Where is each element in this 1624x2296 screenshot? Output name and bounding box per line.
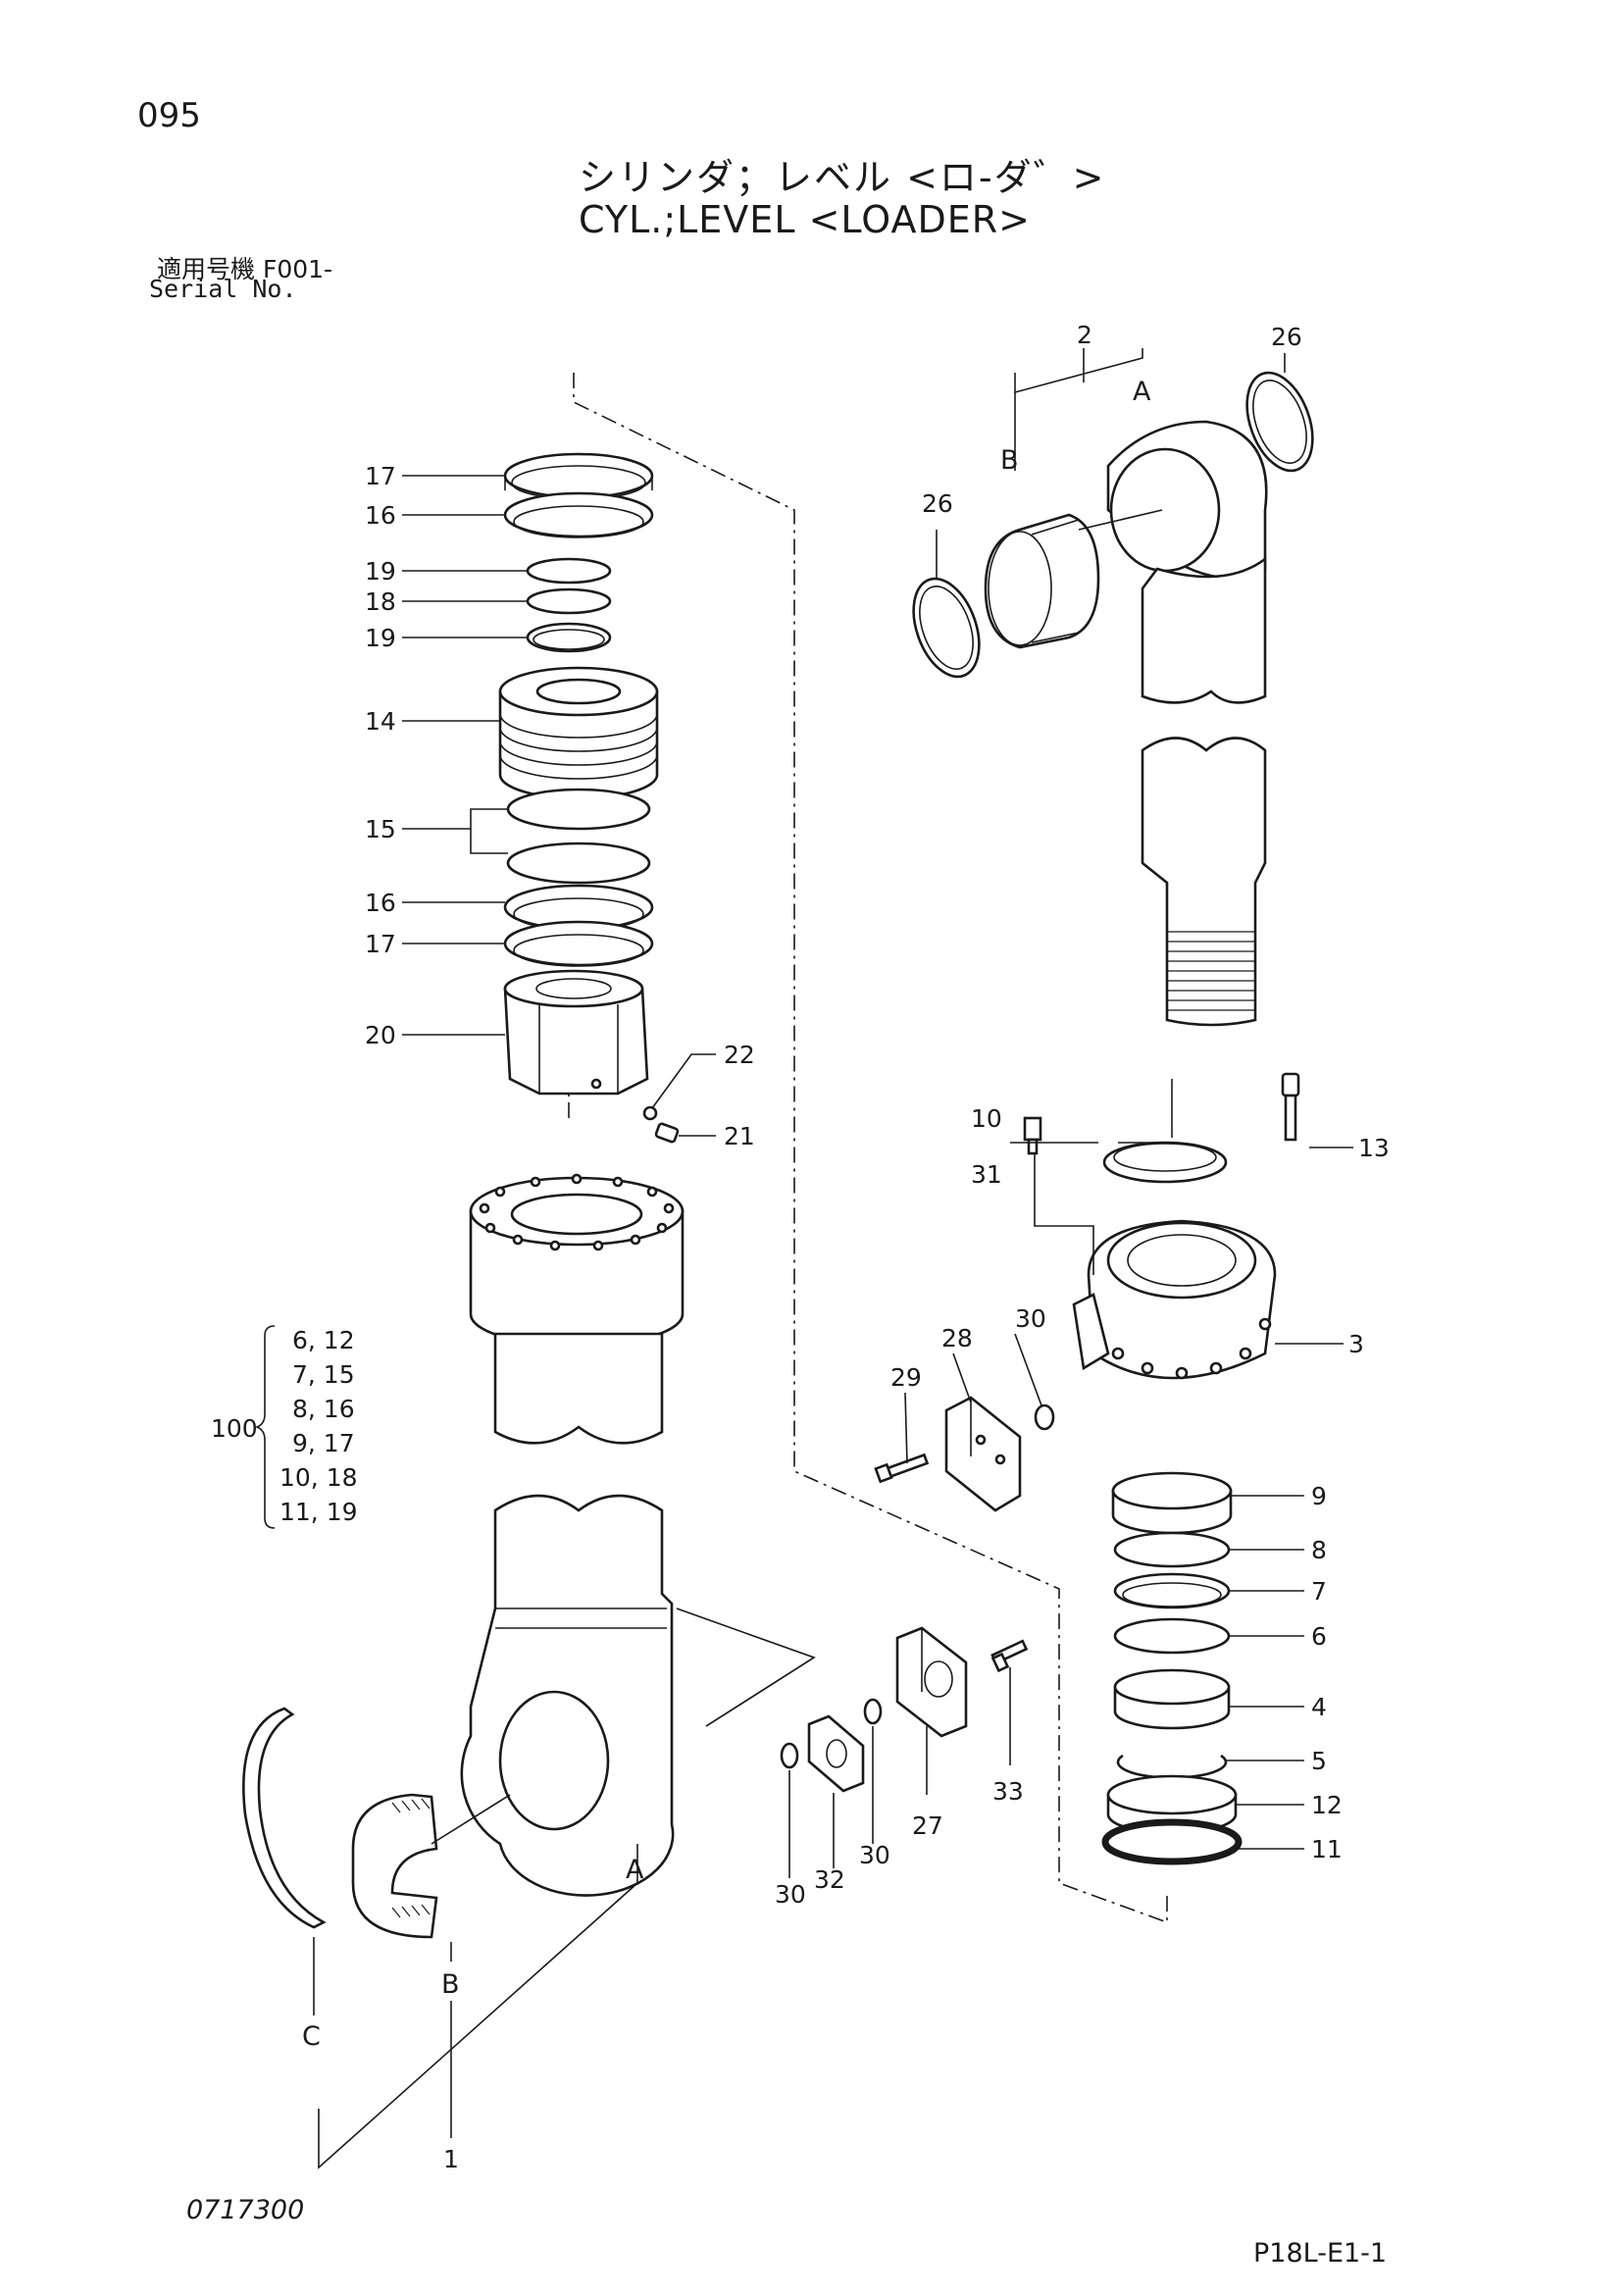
part-2-piston-rod — [1106, 420, 1268, 1027]
title-japanese: シリンダ；レベル <ロ-ダ゛> — [579, 156, 1106, 199]
callout-30: 30 — [775, 1880, 806, 1909]
kit-100-list: 6, 12 7, 15 8, 16 9, 17 10, 18 11, 19 — [279, 1326, 358, 1526]
callout-9: 9 — [1311, 1482, 1327, 1510]
part-14-piston — [498, 666, 659, 800]
kit-row: 7, 15 — [292, 1360, 355, 1389]
part-31-grease-fitting — [1023, 1116, 1042, 1155]
part-7-ring — [1113, 1572, 1231, 1609]
callout-labels: 17 16 19 18 19 14 15 16 17 20 22 21 2 26… — [211, 321, 1390, 2173]
part-19-upper-oring — [526, 557, 612, 585]
callout-6: 6 — [1311, 1622, 1327, 1651]
part-22-ball — [642, 1105, 658, 1121]
leader-lines — [254, 348, 1353, 2169]
kit-row: 11, 19 — [279, 1498, 358, 1526]
part-8-ring — [1113, 1531, 1231, 1568]
callout-29: 29 — [890, 1363, 922, 1392]
view-letters: A B A B C — [302, 377, 1151, 2052]
part-1b-bushing — [351, 1793, 438, 1939]
part-1c-snap-ring — [242, 1707, 327, 1929]
callout-2: 2 — [1077, 321, 1092, 349]
callout-16: 16 — [365, 889, 396, 917]
part-19-lower-oring — [526, 622, 612, 653]
callout-27: 27 — [912, 1811, 943, 1840]
part-30-oring-upper — [1034, 1403, 1055, 1431]
part-21-set-screw — [654, 1122, 680, 1144]
kit-row: 9, 17 — [292, 1429, 355, 1457]
callout-20: 20 — [365, 1021, 396, 1049]
view-letter-b: B — [441, 1969, 460, 2000]
view-letter-c: C — [302, 2021, 321, 2052]
callout-19: 19 — [365, 557, 396, 586]
part-28-port-block — [944, 1396, 1022, 1512]
callout-18: 18 — [365, 587, 396, 616]
part-2b-rod-bushing — [984, 513, 1100, 649]
part-5-snap-ring — [1116, 1754, 1228, 1779]
callout-26: 26 — [1271, 323, 1302, 351]
view-letter-a: A — [1133, 377, 1151, 407]
part-17-lower-ring — [503, 920, 654, 967]
serial-label-japanese: 適用号機 F001- — [157, 255, 333, 283]
part-13-bolt — [1281, 1072, 1300, 1142]
callout-31: 31 — [971, 1160, 1002, 1189]
part-18-backup-ring — [526, 587, 612, 615]
tube-port-leaders — [676, 1607, 816, 1727]
part-27-port-block — [895, 1626, 968, 1738]
callout-100: 100 — [211, 1414, 258, 1443]
part-10-wiper — [1102, 1141, 1228, 1184]
callout-1: 1 — [443, 2145, 459, 2173]
callout-17: 17 — [365, 930, 396, 958]
callout-28: 28 — [941, 1324, 973, 1352]
callout-12: 12 — [1311, 1791, 1343, 1819]
callout-14: 14 — [365, 707, 396, 736]
callout-33: 33 — [992, 1777, 1024, 1806]
part-29-bolt — [874, 1453, 930, 1484]
callout-15: 15 — [365, 815, 396, 843]
callout-3: 3 — [1348, 1330, 1364, 1358]
part-1-cylinder-tube — [460, 1176, 685, 1897]
callout-17: 17 — [365, 462, 396, 490]
callout-10: 10 — [971, 1104, 1002, 1133]
part-11-oring — [1101, 1818, 1243, 1865]
callout-19: 19 — [365, 624, 396, 652]
callout-16: 16 — [365, 501, 396, 530]
callout-30: 30 — [1015, 1304, 1046, 1333]
assembly-boundary — [568, 373, 1168, 1924]
part-16-top-ring — [503, 491, 654, 538]
callout-7: 7 — [1311, 1577, 1327, 1606]
callout-32: 32 — [814, 1865, 845, 1894]
sheet-code: P18L-E1-1 — [1253, 2238, 1388, 2269]
part-15-seal-rings — [506, 788, 651, 885]
view-letter-b: B — [1000, 445, 1019, 476]
part-32-flange — [807, 1714, 865, 1793]
kit-row: 8, 16 — [292, 1395, 355, 1423]
part-30-orings-lower — [780, 1698, 883, 1769]
callout-11: 11 — [1311, 1835, 1343, 1863]
callout-13: 13 — [1358, 1134, 1390, 1162]
view-letter-a: A — [626, 1855, 644, 1885]
part-4-bushing — [1113, 1668, 1231, 1730]
title-english: CYL.;LEVEL <LOADER> — [579, 198, 1031, 241]
callout-21: 21 — [724, 1122, 755, 1150]
kit-row: 10, 18 — [279, 1463, 358, 1492]
kit-row: 6, 12 — [292, 1326, 355, 1354]
callout-8: 8 — [1311, 1536, 1327, 1564]
part-3-rod-cover — [1072, 1219, 1277, 1380]
callout-4: 4 — [1311, 1693, 1327, 1721]
callout-30: 30 — [859, 1841, 890, 1869]
part-33-bolt — [990, 1639, 1029, 1673]
drawing-number: 0717300 — [186, 2195, 305, 2225]
callout-26: 26 — [922, 489, 953, 518]
part-9-bushing — [1111, 1471, 1233, 1535]
part-6-ring — [1113, 1617, 1231, 1655]
callout-5: 5 — [1311, 1747, 1327, 1775]
head-bolt-holes — [479, 1173, 675, 1251]
serial-label-english: Serial No. — [149, 275, 297, 303]
page-number: 095 — [137, 96, 201, 135]
callout-22: 22 — [724, 1041, 755, 1069]
part-20-nut — [503, 969, 649, 1096]
part-26-rod-seals — [912, 371, 1314, 679]
